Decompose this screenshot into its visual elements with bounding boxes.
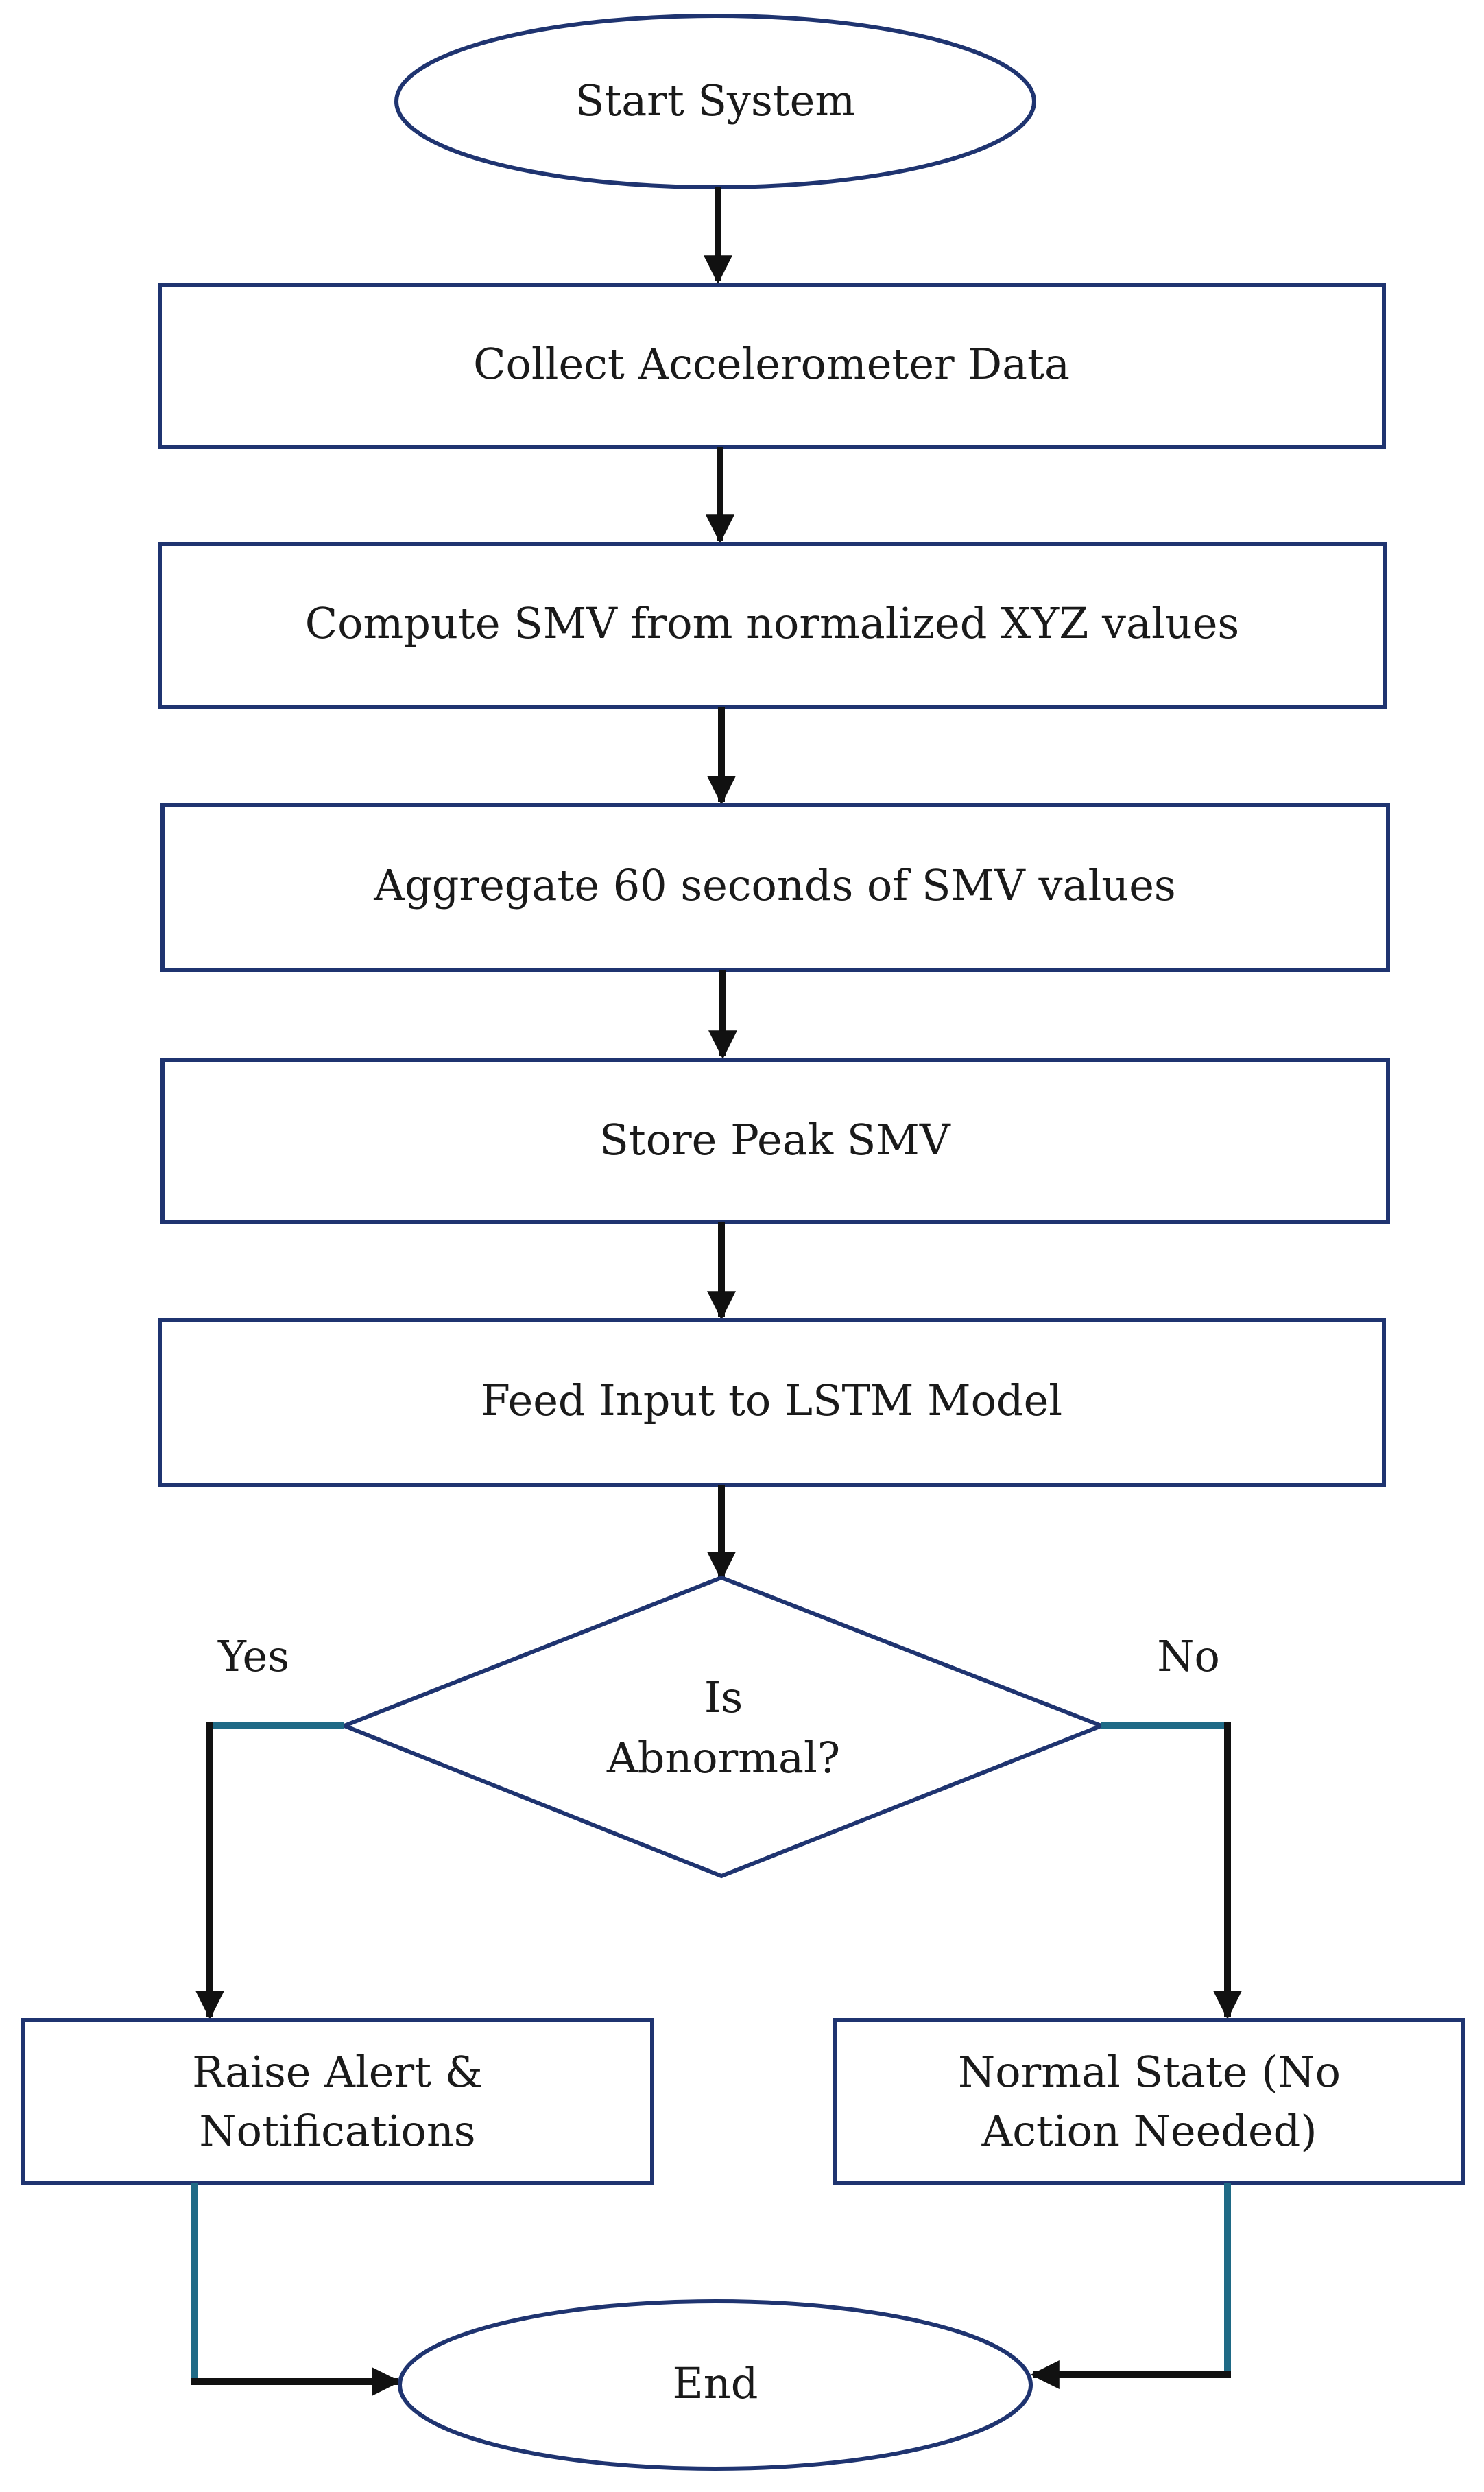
end-label: End	[673, 2358, 758, 2408]
normal-state-node: Normal State (No Action Needed)	[833, 2018, 1465, 2185]
no-branch-label: No	[1157, 1631, 1220, 1681]
process-step-3-label: Aggregate 60 seconds of SMV values	[373, 860, 1175, 910]
alert-node: Raise Alert & Notifications	[21, 2018, 654, 2185]
end-node: End	[398, 2299, 1033, 2471]
alert-label-line-2: Notifications	[199, 2106, 475, 2156]
process-step-3: Aggregate 60 seconds of SMV values	[160, 803, 1390, 972]
normal-state-label-line-1: Normal State (No	[958, 2047, 1341, 2097]
process-step-5-label: Feed Input to LSTM Model	[481, 1375, 1062, 1425]
process-step-2: Compute SMV from normalized XYZ values	[158, 542, 1387, 709]
decision-node: Is Abnormal?	[338, 1575, 1108, 1879]
start-label: Start System	[575, 75, 855, 126]
alert-label-line-1: Raise Alert &	[192, 2047, 483, 2097]
start-node: Start System	[394, 14, 1036, 189]
process-step-4: Store Peak SMV	[160, 1058, 1390, 1224]
process-step-5: Feed Input to LSTM Model	[158, 1318, 1386, 1487]
process-step-4-label: Store Peak SMV	[599, 1115, 951, 1165]
process-step-1-label: Collect Accelerometer Data	[473, 339, 1070, 389]
process-step-2-label: Compute SMV from normalized XYZ values	[305, 598, 1240, 648]
decision-label-line-1: Is	[704, 1672, 743, 1722]
decision-label-line-2: Abnormal?	[606, 1733, 840, 1783]
process-step-1: Collect Accelerometer Data	[158, 283, 1386, 449]
normal-state-label-line-2: Action Needed)	[981, 2106, 1317, 2156]
yes-branch-label: Yes	[217, 1631, 289, 1681]
